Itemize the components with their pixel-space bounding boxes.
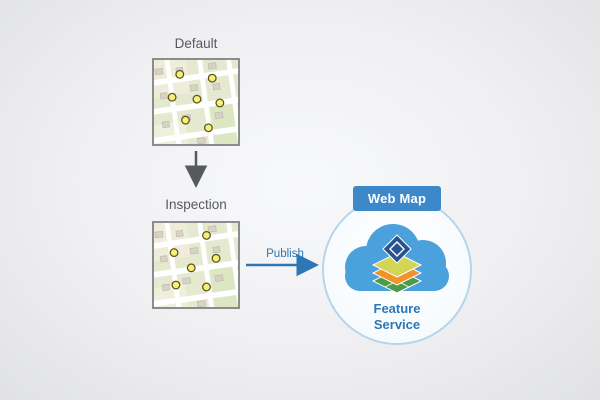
inspection-map-thumbnail [152, 221, 240, 309]
cube-icon [382, 234, 412, 264]
cloud-icon [345, 224, 449, 294]
feature-service-label: Feature Service [373, 301, 421, 332]
web-map-badge-label: Web Map [367, 191, 427, 206]
default-map-thumbnail [152, 58, 240, 146]
inspection-label: Inspection [165, 197, 227, 212]
default-label: Default [174, 36, 218, 51]
point-features [167, 69, 225, 133]
feature-layers-stack-icon [371, 234, 423, 294]
point-features [169, 230, 221, 292]
web-map-badge: Web Map [353, 186, 441, 211]
street-map-icon [154, 223, 238, 307]
publish-label: Publish [266, 248, 304, 260]
street-map-icon [154, 60, 238, 144]
